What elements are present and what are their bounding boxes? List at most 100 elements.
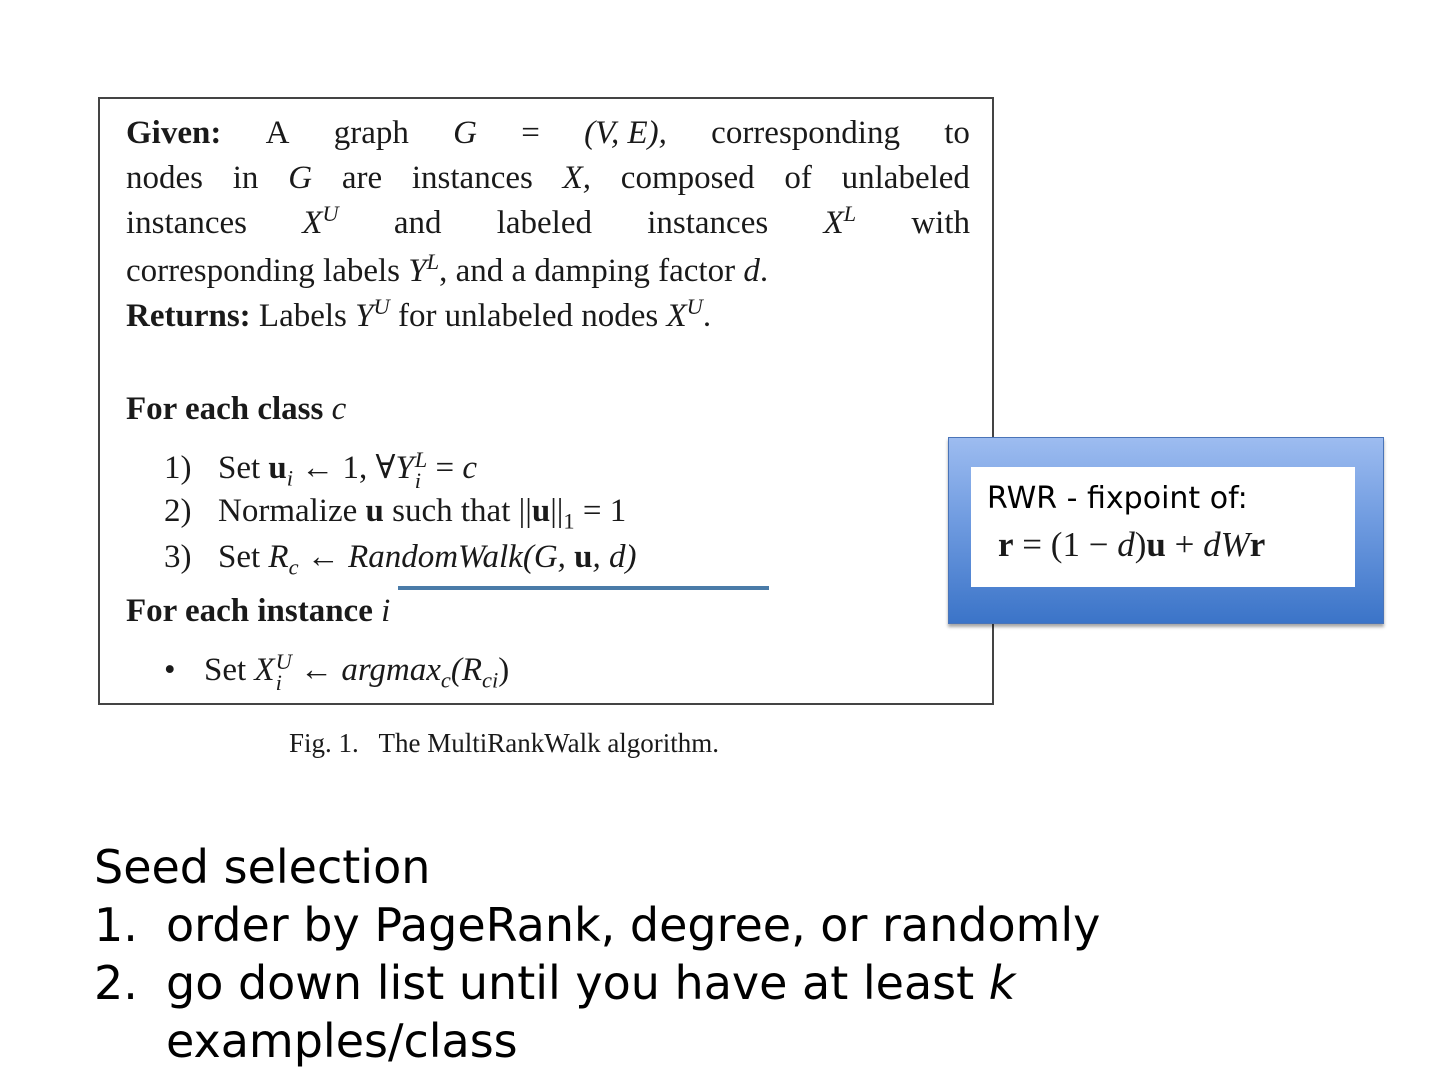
list-number: 2. xyxy=(94,956,138,1010)
var-i: i xyxy=(381,593,391,629)
var-y: Y xyxy=(395,449,414,486)
text: Set xyxy=(218,449,269,486)
sub-ci: ci xyxy=(482,667,499,693)
sup-l: L xyxy=(426,249,440,274)
text: || xyxy=(550,493,564,529)
figure-caption: Fig. 1. The MultiRankWalk algorithm. xyxy=(289,728,720,758)
for-instance-label: For each instance xyxy=(126,593,373,629)
vec-u: u xyxy=(365,493,384,529)
seed-selection: Seed selection 1. order by PageRank, deg… xyxy=(94,838,1100,1070)
sup-u: U xyxy=(686,294,703,319)
seed-item-2: 2. go down list until you have at least … xyxy=(94,954,1100,1070)
seed-item-1: 1. order by PageRank, degree, or randoml… xyxy=(94,896,1100,954)
sup-l: L xyxy=(843,201,857,226)
var-r: R xyxy=(268,539,289,575)
given-word: and xyxy=(393,205,442,241)
rwr-callout: RWR - fixpoint of: r = (1 − d)u + dWr xyxy=(948,437,1384,624)
given-word: instances xyxy=(126,205,247,241)
var-c: c xyxy=(462,449,478,486)
text: Set xyxy=(218,539,269,575)
list-text: go down list until you have at least xyxy=(166,956,989,1010)
sub-1: 1 xyxy=(563,508,575,534)
for-each-class: For each class c xyxy=(126,393,346,426)
step-2: 2)Normalize u such that ||u||1 = 1 xyxy=(164,493,627,533)
var-x: X xyxy=(302,205,323,241)
returns-label: Returns: xyxy=(126,298,251,334)
given-word: unlabeled xyxy=(841,160,970,196)
given-word: corresponding xyxy=(711,115,900,151)
vec-u: u xyxy=(531,493,551,529)
step-number: 3) xyxy=(164,539,192,575)
args: (R xyxy=(450,651,483,688)
given-line-1: Given: A graph G = (V, E), corresponding… xyxy=(126,117,970,150)
rwr-formula: r = (1 − d)u + dWr xyxy=(998,525,1265,565)
var-k: k xyxy=(988,956,1016,1010)
given-word: with xyxy=(911,205,970,241)
given-word: graph xyxy=(333,115,409,151)
given-var-xu: XU xyxy=(302,202,338,241)
for-each-instance: For each instance i xyxy=(126,595,390,628)
given-eq: = xyxy=(521,115,540,151)
text: such that || xyxy=(383,493,532,529)
sup-u: U xyxy=(275,649,292,674)
vec-u: u xyxy=(1146,525,1166,564)
given-word: nodes xyxy=(126,160,203,196)
text: = 1 xyxy=(574,493,627,529)
list-number: 1. xyxy=(94,898,138,952)
vec-r: r xyxy=(1249,525,1266,564)
text: ← xyxy=(291,651,342,688)
var-x: X xyxy=(254,651,275,688)
callout-content: RWR - fixpoint of: r = (1 − d)u + dWr xyxy=(971,467,1355,587)
text: . xyxy=(702,298,712,334)
sub-i: i xyxy=(286,465,294,491)
text: Labels xyxy=(250,298,356,334)
bullet: • xyxy=(164,651,176,688)
list-text: order by PageRank, degree, or randomly xyxy=(166,898,1101,952)
text: . xyxy=(759,253,769,289)
sup-u: U xyxy=(373,294,390,319)
given-word: are xyxy=(341,160,383,196)
var-x: X xyxy=(823,205,844,241)
given-label: Given: xyxy=(126,115,222,151)
text: ) xyxy=(1134,525,1147,564)
var-dw: dW xyxy=(1203,525,1250,564)
var-y: Y xyxy=(355,298,374,334)
var-c: c xyxy=(331,391,347,427)
step-number: 2) xyxy=(164,493,192,529)
given-word: in xyxy=(232,160,259,196)
vec-u: u xyxy=(268,449,287,486)
args: , d) xyxy=(592,539,637,575)
sup-u: U xyxy=(322,201,339,226)
given-line-2: nodes in G are instances X, composed of … xyxy=(126,162,970,195)
list-text-wrap: go down list until you have at least k e… xyxy=(166,954,1015,1070)
text: Normalize xyxy=(218,493,366,529)
text: = xyxy=(427,449,463,486)
given-var-g: G xyxy=(453,115,477,151)
given-line-4: corresponding labels YL, and a damping f… xyxy=(126,250,769,289)
given-var-ve: (V, E), xyxy=(584,115,667,151)
given-line-3: instances XU and labeled instances XL wi… xyxy=(126,202,970,241)
algorithm-box: Given: A graph G = (V, E), corresponding… xyxy=(98,97,994,705)
text: Set xyxy=(204,651,255,688)
seed-title: Seed selection xyxy=(94,840,431,894)
text: , and a damping factor xyxy=(439,253,744,289)
given-word: labeled xyxy=(496,205,592,241)
random-walk-func: RandomWalk xyxy=(348,539,523,575)
text: for unlabeled nodes xyxy=(389,298,667,334)
given-word: instances xyxy=(411,160,533,196)
given-word: of xyxy=(784,160,812,196)
vec-u: u xyxy=(574,539,593,575)
sub-c: c xyxy=(288,554,299,580)
given-word: A xyxy=(265,115,290,151)
args: ) xyxy=(498,651,510,688)
vec-r: r xyxy=(998,525,1014,564)
given-word: instances xyxy=(647,205,769,241)
text: + xyxy=(1165,525,1204,564)
argmax-func: argmax xyxy=(341,651,441,688)
for-class-label: For each class xyxy=(126,391,324,427)
text: corresponding labels xyxy=(126,253,409,289)
given-word: to xyxy=(944,115,970,151)
sup-l: L xyxy=(414,447,428,472)
